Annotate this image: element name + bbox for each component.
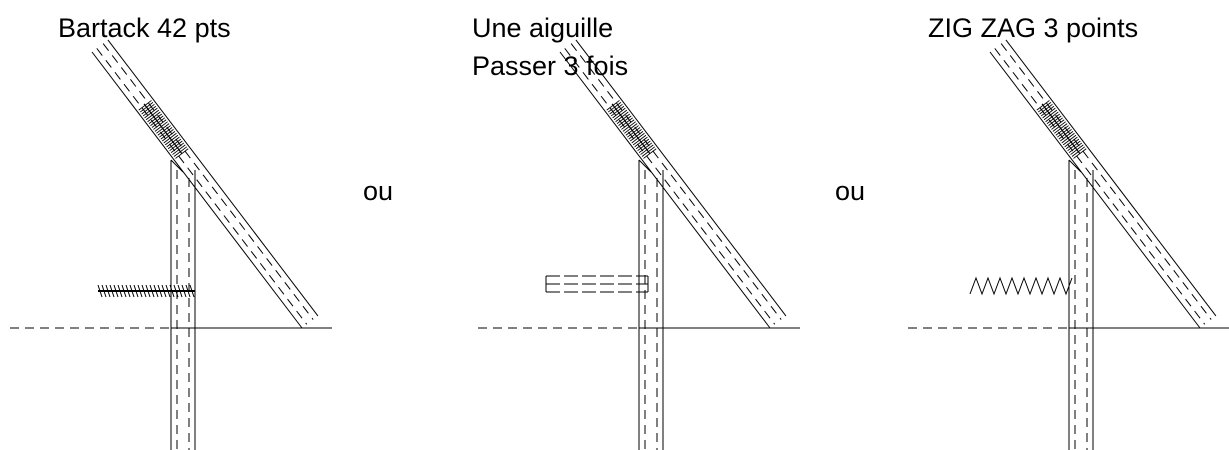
bartack-tick bbox=[117, 284, 123, 298]
bartack-tick bbox=[157, 284, 163, 298]
bartack-tick bbox=[149, 284, 155, 298]
strap-topstitch bbox=[96, 48, 308, 325]
panel-2-subtitle: Passer 3 fois bbox=[472, 51, 629, 81]
bartack-tick bbox=[125, 284, 131, 298]
strap-topstitch bbox=[994, 48, 1206, 325]
bartack-tick bbox=[161, 284, 167, 298]
strap-topstitch bbox=[1000, 43, 1212, 320]
bartack-tick bbox=[185, 284, 191, 298]
bartack-tick bbox=[133, 284, 139, 298]
bartack-tick bbox=[121, 284, 127, 298]
strap-edge bbox=[91, 51, 303, 329]
bartack-tick bbox=[109, 284, 115, 298]
bartack-tick bbox=[145, 284, 151, 298]
strap-topstitch bbox=[102, 43, 314, 320]
bartack-tick bbox=[177, 284, 183, 298]
bartack-tick bbox=[105, 284, 111, 298]
strap-bartack bbox=[138, 100, 189, 159]
vertical-top bbox=[1068, 159, 1082, 173]
strap-edge bbox=[107, 39, 319, 317]
strap-topstitch bbox=[564, 48, 776, 325]
bartack-tick bbox=[129, 284, 135, 298]
bartack-tick bbox=[101, 284, 107, 298]
bartack-tick bbox=[181, 284, 187, 298]
strap-edge bbox=[989, 51, 1201, 329]
stitch-single-needle bbox=[545, 275, 649, 293]
bartack-tick bbox=[189, 284, 195, 298]
strap-topstitch bbox=[570, 43, 782, 320]
bartack-tick bbox=[97, 284, 103, 298]
bartack-tick bbox=[153, 284, 159, 298]
bartack-tick bbox=[113, 284, 119, 298]
bartack-tick bbox=[141, 284, 147, 298]
strap-bartack bbox=[606, 100, 657, 159]
bartack-tick bbox=[173, 284, 179, 298]
panel-1-title: Bartack 42 pts bbox=[58, 13, 231, 43]
strap-bartack bbox=[1036, 100, 1087, 159]
panel-3-sketch bbox=[908, 39, 1229, 450]
separator-or-1: ou bbox=[363, 176, 394, 206]
stitch-core bbox=[611, 103, 651, 154]
strap-edge bbox=[1005, 39, 1217, 317]
vertical-top bbox=[638, 159, 652, 173]
separator-or-2: ou bbox=[835, 176, 866, 206]
zigzag-line bbox=[969, 276, 1073, 296]
vertical-top bbox=[170, 159, 184, 173]
stitch-bartack bbox=[97, 284, 195, 298]
panel-3-title: ZIG ZAG 3 points bbox=[928, 13, 1139, 43]
panel-1-sketch bbox=[10, 39, 332, 450]
bartack-tick bbox=[137, 284, 143, 298]
stitch-zigzag bbox=[969, 276, 1073, 296]
strap-edge bbox=[575, 39, 787, 317]
bartack-tick bbox=[169, 284, 175, 298]
stitch-core bbox=[143, 103, 183, 154]
bartack-tick bbox=[165, 284, 171, 298]
strap-edge bbox=[559, 51, 771, 329]
stitch-core bbox=[1041, 103, 1081, 154]
panel-2-sketch bbox=[478, 39, 800, 450]
panel-2-title: Une aiguille bbox=[472, 13, 614, 43]
